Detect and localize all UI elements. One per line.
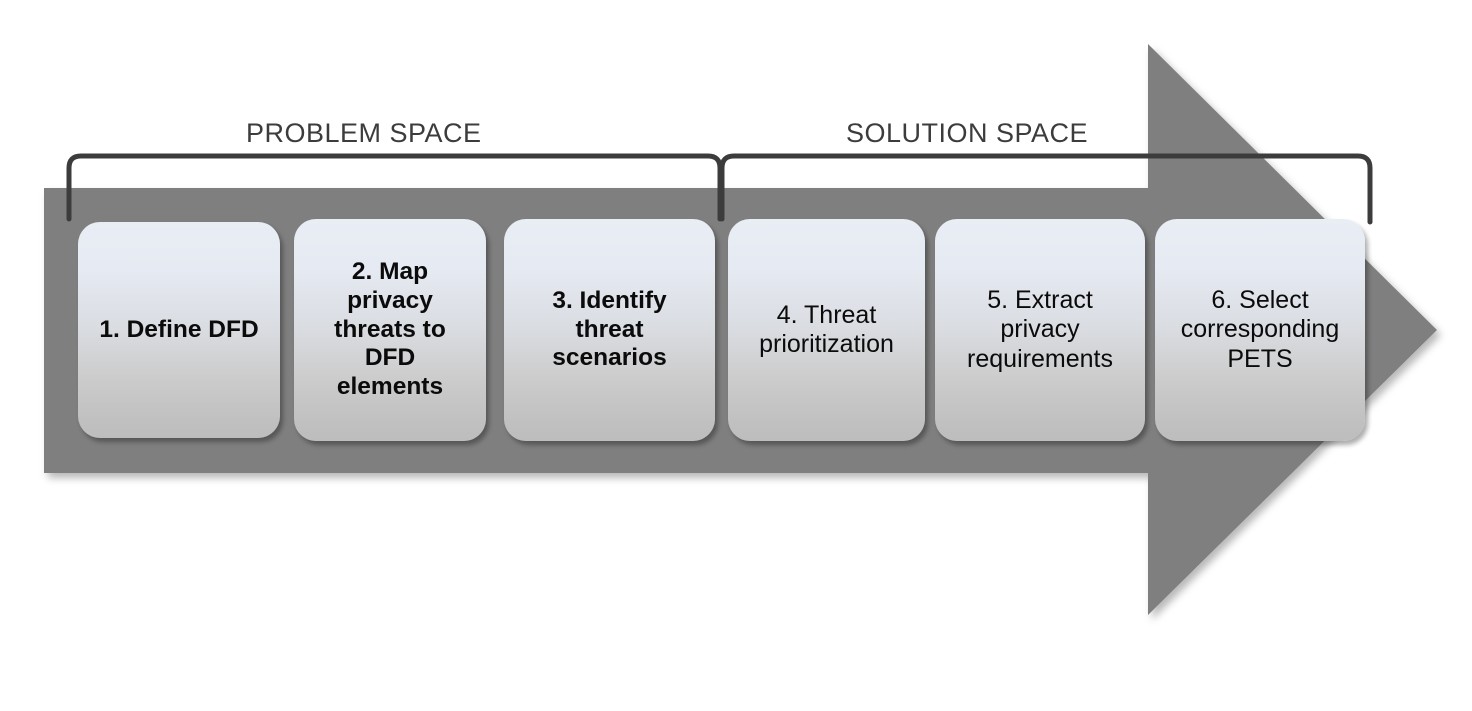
step-label-4: 4. Threat prioritization bbox=[759, 300, 894, 359]
step-box-3[interactable]: 3. Identify threat scenarios bbox=[504, 219, 715, 441]
step-label-1: 1. Define DFD bbox=[99, 315, 259, 343]
step-label-6: 6. Select corresponding PETS bbox=[1180, 285, 1340, 373]
phase-label-problem-space: PROBLEM SPACE bbox=[246, 118, 482, 148]
step-box-5[interactable]: 5. Extract privacy requirements bbox=[935, 219, 1145, 441]
step-box-2[interactable]: 2. Map privacy threats to DFD elements bbox=[294, 219, 486, 441]
phase-label-solution-space: SOLUTION SPACE bbox=[846, 118, 1089, 148]
step-box-6[interactable]: 6. Select corresponding PETS bbox=[1155, 219, 1365, 441]
step-label-2: 2. Map privacy threats to DFD elements bbox=[334, 257, 446, 401]
step-box-1[interactable]: 1. Define DFD bbox=[78, 222, 280, 438]
step-label-5: 5. Extract privacy requirements bbox=[967, 285, 1113, 373]
step-label-3: 3. Identify threat scenarios bbox=[552, 286, 667, 372]
step-box-4[interactable]: 4. Threat prioritization bbox=[728, 219, 925, 441]
